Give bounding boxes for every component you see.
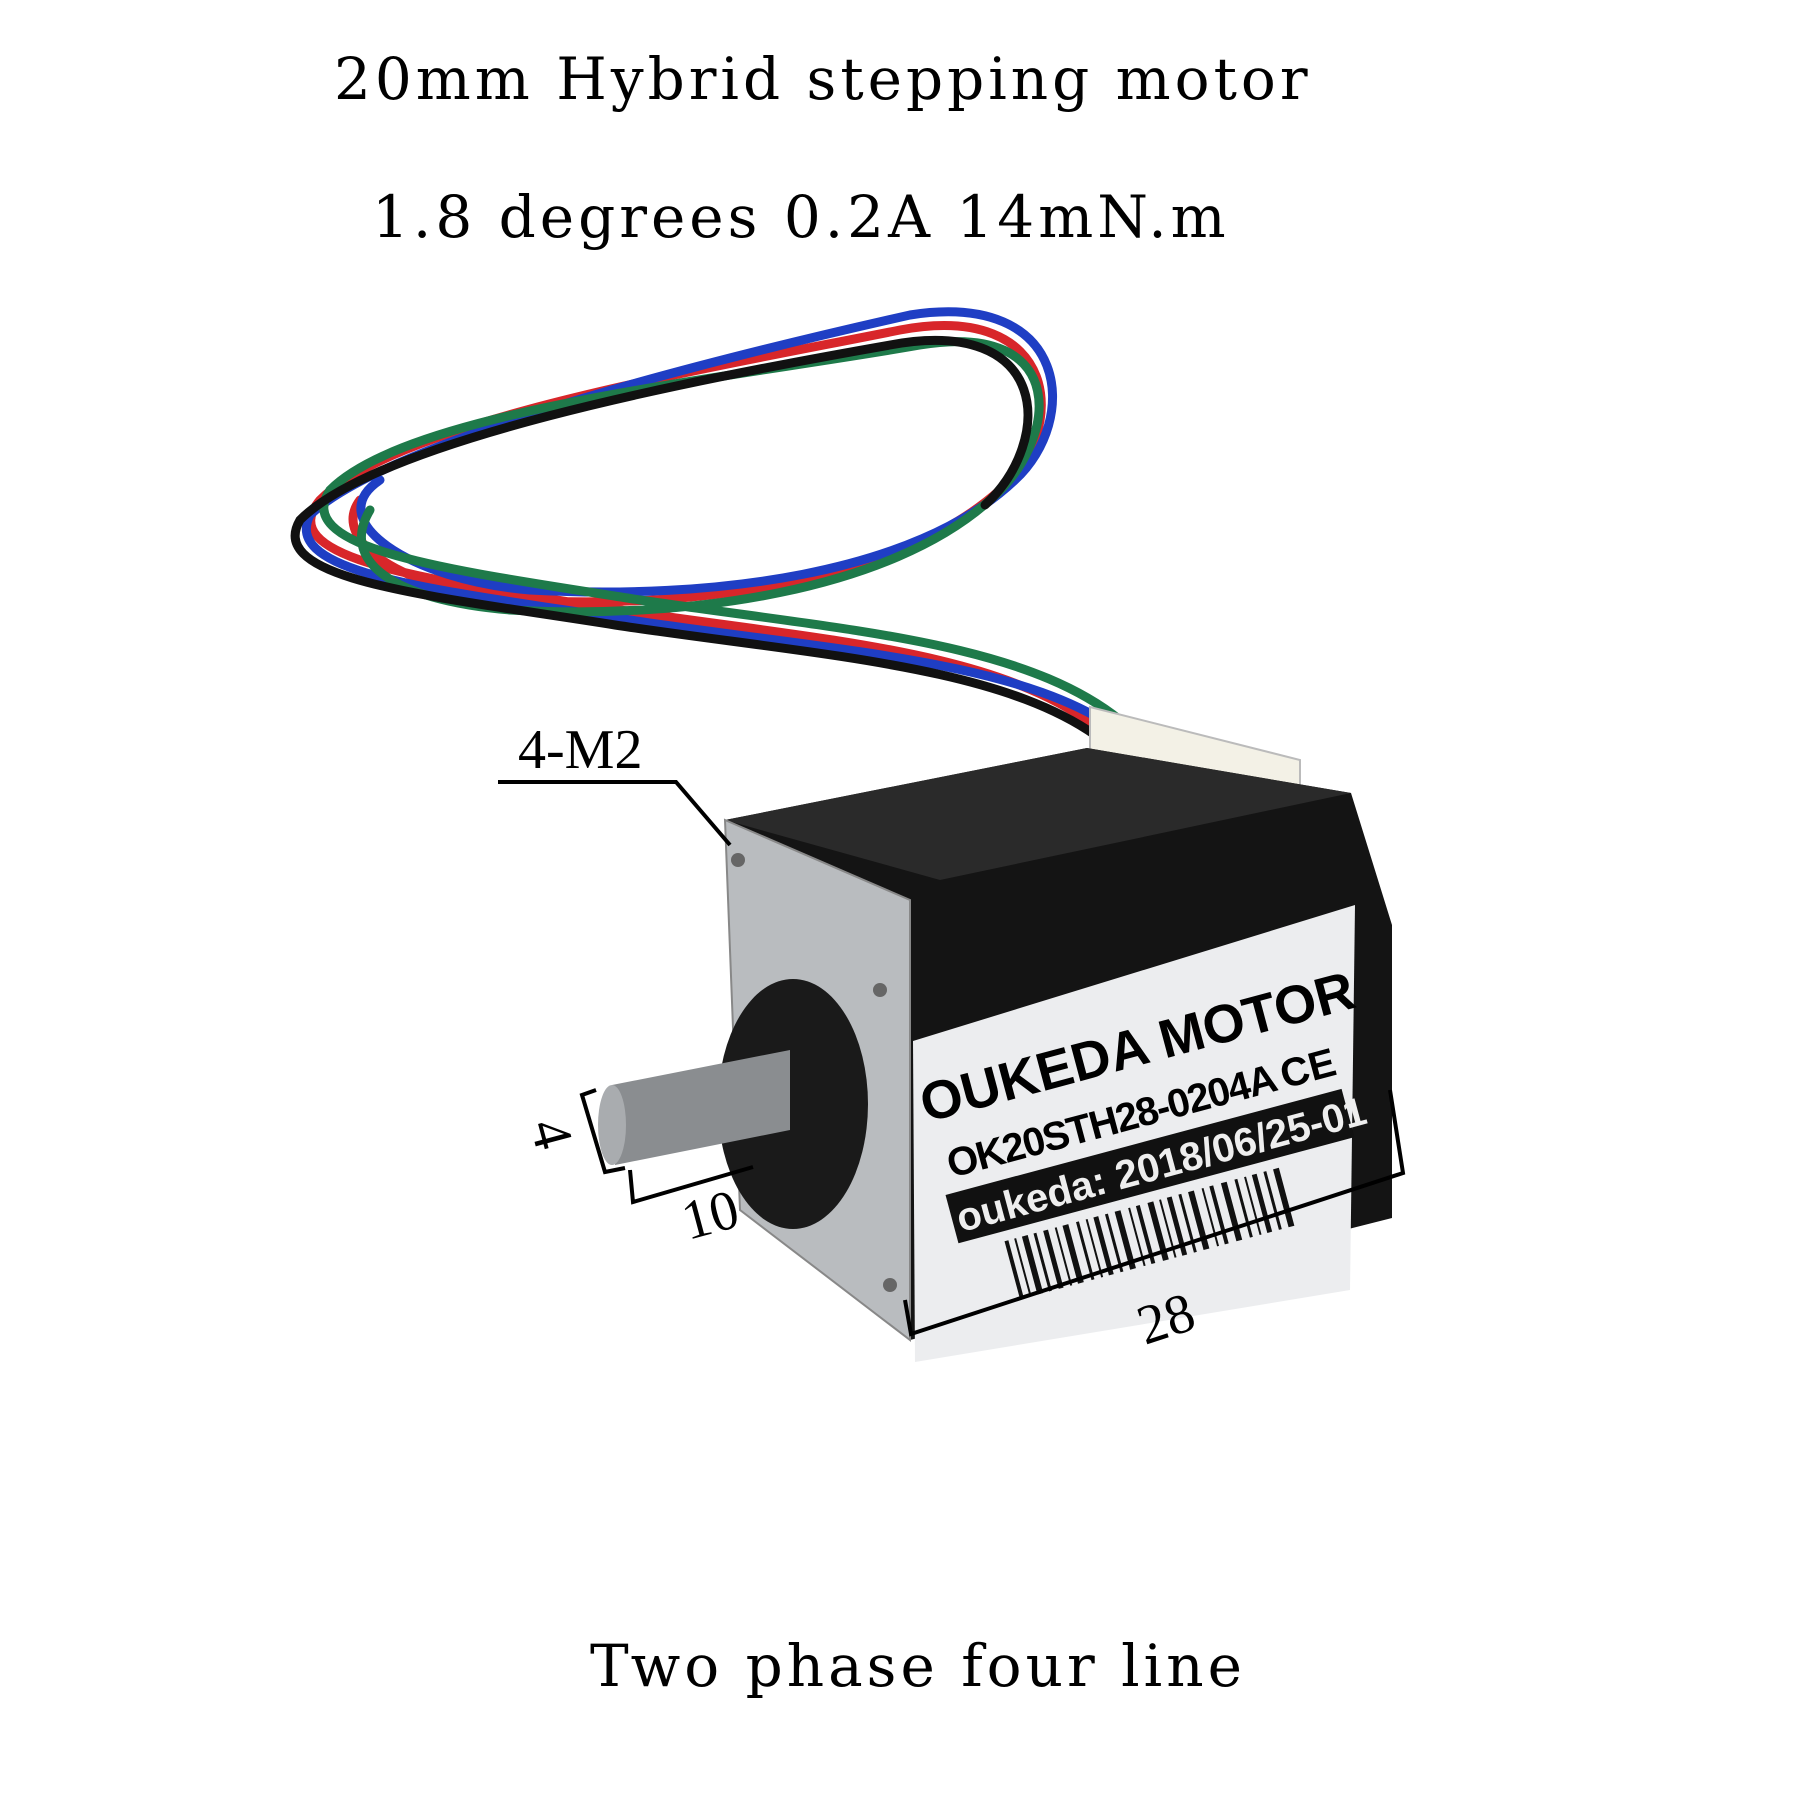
shaft-length-label: 10 bbox=[675, 1178, 745, 1252]
product-specs: 1.8 degrees 0.2A 14mN.m bbox=[372, 183, 1230, 251]
wire-black bbox=[290, 335, 1100, 740]
motor-hub bbox=[718, 979, 868, 1229]
shaft-diameter-bracket bbox=[579, 1088, 626, 1175]
motor-shaft bbox=[612, 1050, 790, 1165]
shaft-diameter-label: 4 bbox=[517, 1112, 584, 1155]
dimension-lines bbox=[498, 780, 1406, 1337]
motor-top bbox=[725, 748, 1351, 880]
wire-red bbox=[306, 321, 1105, 735]
body-length-bracket bbox=[903, 1089, 1406, 1337]
mount-hole-label: 4-M2 bbox=[518, 719, 642, 781]
product-title: 20mm Hybrid stepping motor bbox=[334, 45, 1312, 113]
mount-hole bbox=[873, 983, 887, 997]
wire-blue bbox=[301, 307, 1115, 730]
motor-label bbox=[913, 905, 1355, 1362]
motor-wires bbox=[290, 307, 1125, 740]
wiring-description: Two phase four line bbox=[590, 1632, 1246, 1700]
shaft-length-bracket bbox=[628, 1165, 754, 1205]
mount-hole bbox=[883, 1278, 897, 1292]
mount-hole-leader bbox=[498, 780, 732, 847]
mount-hole bbox=[731, 853, 745, 867]
wire-green bbox=[319, 337, 1125, 725]
